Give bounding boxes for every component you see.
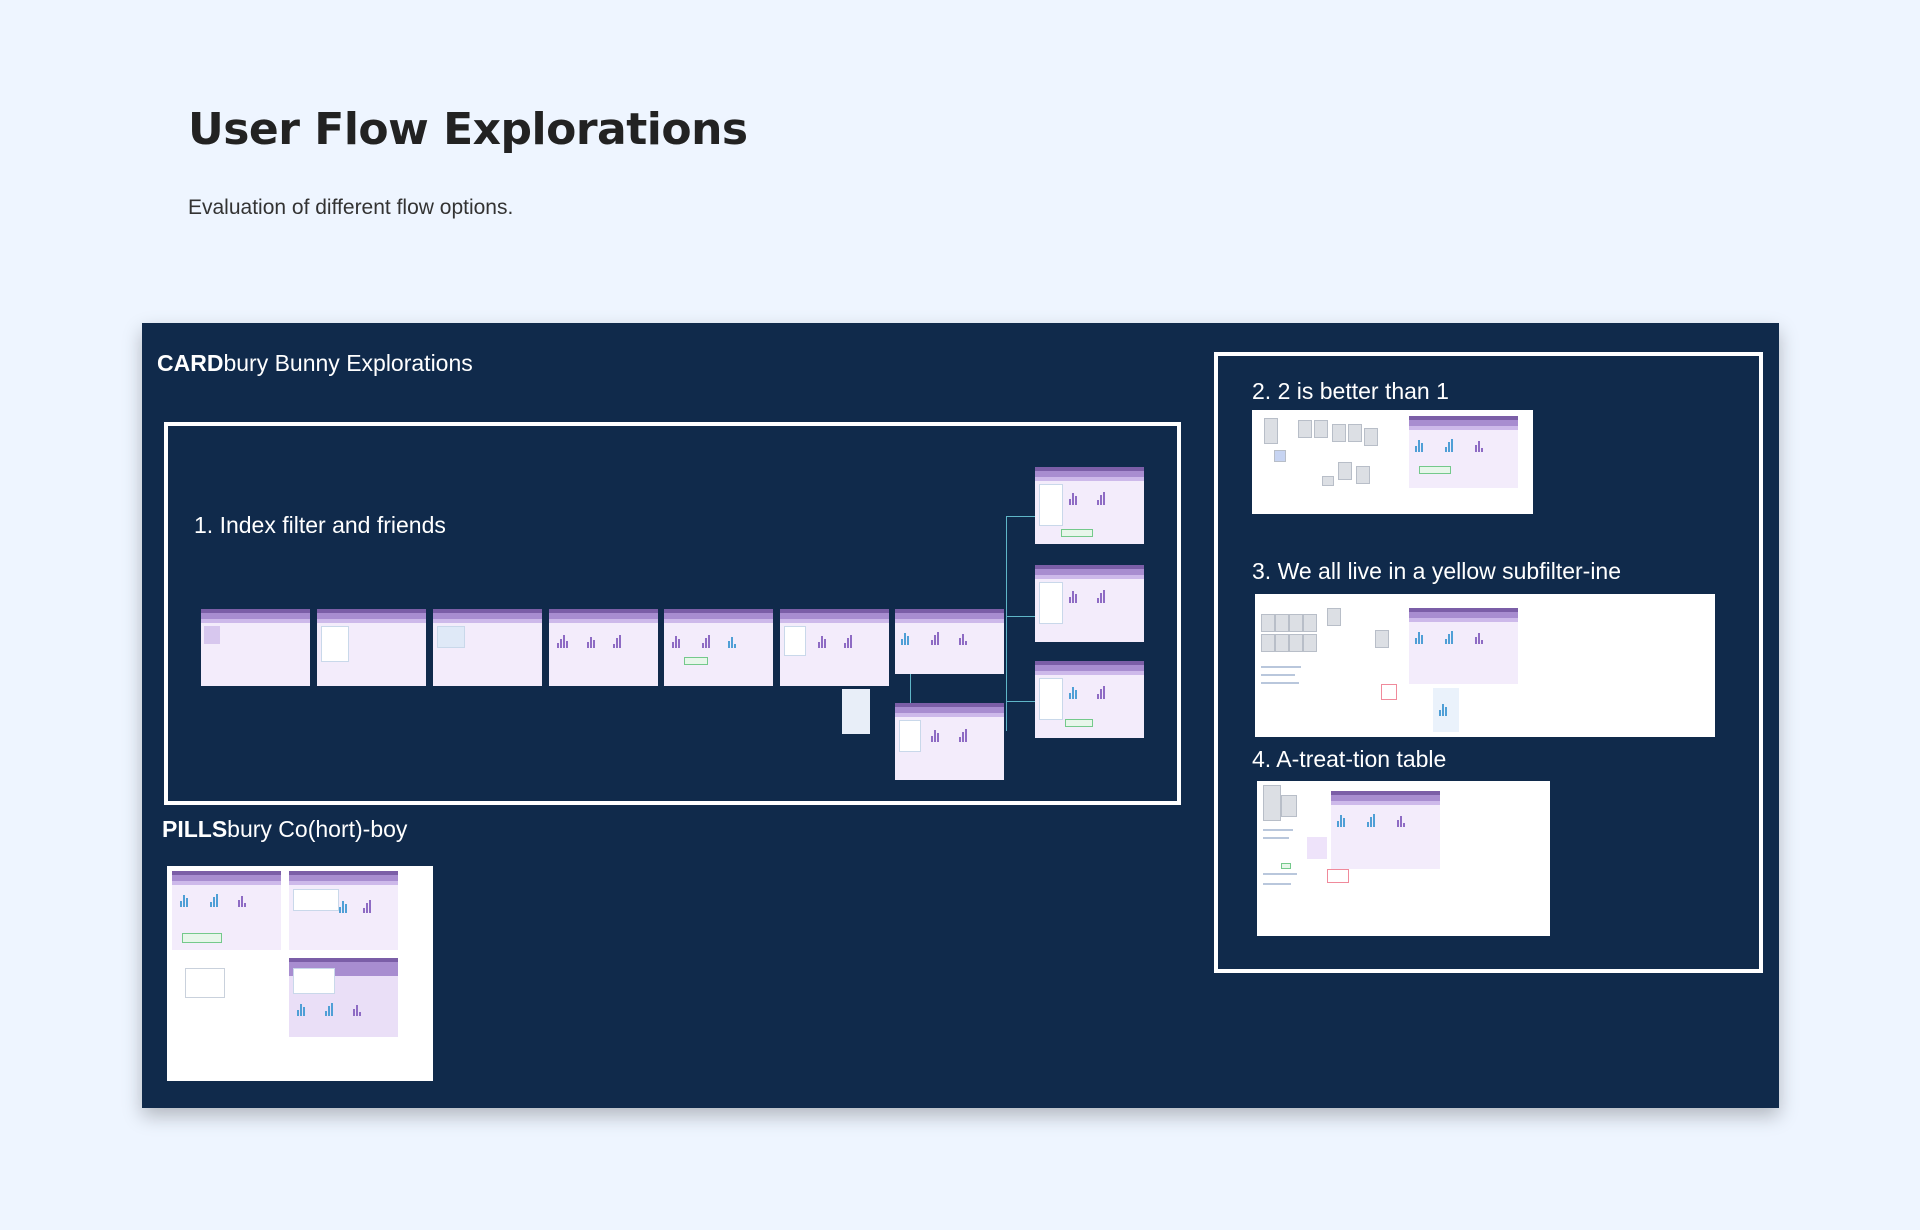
section-3-title: 3. We all live in a yellow subfilter-ine bbox=[1252, 558, 1622, 584]
flow-screen-7[interactable] bbox=[895, 609, 1004, 674]
flow-connector bbox=[1006, 516, 1035, 517]
section-3-phone[interactable] bbox=[1433, 688, 1459, 732]
section-3-screen[interactable] bbox=[1409, 608, 1518, 684]
flow-screen-1[interactable] bbox=[201, 609, 310, 686]
flow-connector bbox=[1006, 701, 1035, 702]
flow-screen-6[interactable] bbox=[780, 609, 889, 686]
flow-connector bbox=[910, 674, 911, 703]
pillsbury-label-rest: bury Co(hort)-boy bbox=[227, 816, 408, 842]
flow-connector bbox=[1006, 616, 1035, 617]
cardbury-label-bold: CARD bbox=[157, 350, 224, 376]
cohort-screen-1[interactable] bbox=[172, 871, 281, 950]
page-subtitle: Evaluation of different flow options. bbox=[188, 196, 514, 219]
flow-connector bbox=[1006, 516, 1007, 731]
cardbury-label-rest: bury Bunny Explorations bbox=[223, 350, 473, 376]
cohort-screen-2[interactable] bbox=[289, 871, 398, 950]
exploration-board: CARDbury Bunny Explorations 1. Index fil… bbox=[142, 323, 1779, 1108]
section-2-canvas[interactable] bbox=[1252, 410, 1533, 514]
flow-screen-3[interactable] bbox=[433, 609, 542, 686]
section-4-title: 4. A-treat-tion table bbox=[1252, 746, 1447, 772]
section-3-canvas[interactable] bbox=[1255, 594, 1715, 737]
section-2-screen[interactable] bbox=[1409, 416, 1518, 488]
pillsbury-label-bold: PILLS bbox=[162, 816, 228, 842]
cohort-screen-3[interactable] bbox=[289, 958, 398, 1037]
flow-screen-2[interactable] bbox=[317, 609, 426, 686]
page-title: User Flow Explorations bbox=[188, 104, 748, 155]
section-1-title: 1. Index filter and friends bbox=[194, 512, 446, 538]
flow-screen-right-1[interactable] bbox=[1035, 467, 1144, 544]
section-2-title: 2. 2 is better than 1 bbox=[1252, 378, 1449, 404]
cardbury-label: CARDbury Bunny Explorations bbox=[157, 350, 473, 377]
pillsbury-canvas[interactable] bbox=[167, 866, 433, 1081]
section-1-frame[interactable]: 1. Index filter and friends bbox=[164, 422, 1181, 805]
flow-screen-right-2[interactable] bbox=[1035, 565, 1144, 642]
cohort-dialog[interactable] bbox=[185, 968, 225, 998]
pillsbury-label: PILLSbury Co(hort)-boy bbox=[162, 816, 407, 843]
flow-screen-5[interactable] bbox=[664, 609, 773, 686]
flow-popup-card[interactable] bbox=[842, 689, 870, 734]
flow-screen-right-3[interactable] bbox=[1035, 661, 1144, 738]
flow-screen-branch[interactable] bbox=[895, 703, 1004, 780]
flow-screen-4[interactable] bbox=[549, 609, 658, 686]
section-4-canvas[interactable] bbox=[1257, 781, 1550, 936]
right-sections-frame[interactable]: 2. 2 is better than 1 3. We all live in … bbox=[1214, 352, 1763, 973]
section-4-screen[interactable] bbox=[1331, 791, 1440, 869]
